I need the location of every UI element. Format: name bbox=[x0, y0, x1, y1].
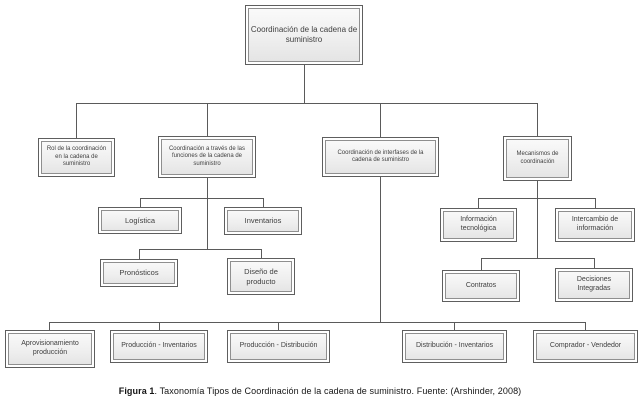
figure-caption-label: Figura 1 bbox=[118, 386, 155, 396]
connector bbox=[304, 65, 305, 103]
node-intercambio-informacion: Intercambio de información bbox=[555, 208, 635, 242]
node-coordinacion-interfases: Coordinación de interfases de la cadena … bbox=[322, 137, 439, 177]
connector bbox=[263, 198, 264, 207]
connector bbox=[537, 103, 538, 136]
connector bbox=[380, 103, 381, 137]
connector bbox=[585, 322, 586, 330]
connector bbox=[139, 249, 262, 250]
connector bbox=[478, 198, 479, 208]
connector bbox=[140, 198, 141, 207]
connector bbox=[207, 178, 208, 249]
connector bbox=[49, 322, 50, 330]
connector bbox=[159, 322, 160, 330]
connector bbox=[595, 198, 596, 208]
connector bbox=[478, 198, 596, 199]
node-informacion-tecnologica: Información tecnológica bbox=[440, 208, 517, 242]
node-coordinacion-cadena-suministro: Coordinación de la cadena de suministro bbox=[245, 5, 363, 65]
node-coordinacion-funciones: Coordinación a través de las funciones d… bbox=[158, 136, 256, 178]
node-pronosticos: Pronósticos bbox=[100, 259, 178, 287]
connector bbox=[481, 258, 595, 259]
node-produccion-inventarios: Producción - Inventarios bbox=[110, 330, 208, 363]
node-inventarios: Inventarios bbox=[224, 207, 302, 235]
node-logistica: Logística bbox=[98, 207, 182, 234]
connector bbox=[139, 249, 140, 259]
connector bbox=[537, 181, 538, 258]
node-diseno-producto: Diseño de producto bbox=[227, 258, 295, 295]
figure-caption-text: . Taxonomía Tipos de Coordinación de la … bbox=[154, 386, 522, 396]
connector bbox=[140, 198, 264, 199]
node-produccion-distribucion: Producción - Distribución bbox=[227, 330, 330, 363]
connector bbox=[76, 103, 538, 104]
node-decisiones-integradas: Decisiones Integradas bbox=[555, 268, 633, 302]
figure-caption: Figura 1. Taxonomía Tipos de Coordinació… bbox=[0, 386, 640, 396]
connector bbox=[76, 103, 77, 138]
node-mecanismos-coordinacion: Mecanismos de coordinación bbox=[503, 136, 572, 181]
connector bbox=[380, 177, 381, 322]
connector bbox=[594, 258, 595, 268]
connector bbox=[454, 322, 455, 330]
connector bbox=[481, 258, 482, 270]
node-contratos: Contratos bbox=[442, 270, 520, 302]
connector bbox=[278, 322, 279, 330]
connector bbox=[49, 322, 586, 323]
node-rol-coordinacion: Rol de la coordinación en la cadena de s… bbox=[38, 138, 115, 177]
node-distribucion-inventarios: Distribución - Inventarios bbox=[402, 330, 507, 363]
connector bbox=[261, 249, 262, 258]
connector bbox=[207, 103, 208, 136]
node-aprovisionamiento-produccion: Aprovisionamiento producción bbox=[5, 330, 95, 368]
node-comprador-vendedor: Comprador - Vendedor bbox=[533, 330, 638, 363]
